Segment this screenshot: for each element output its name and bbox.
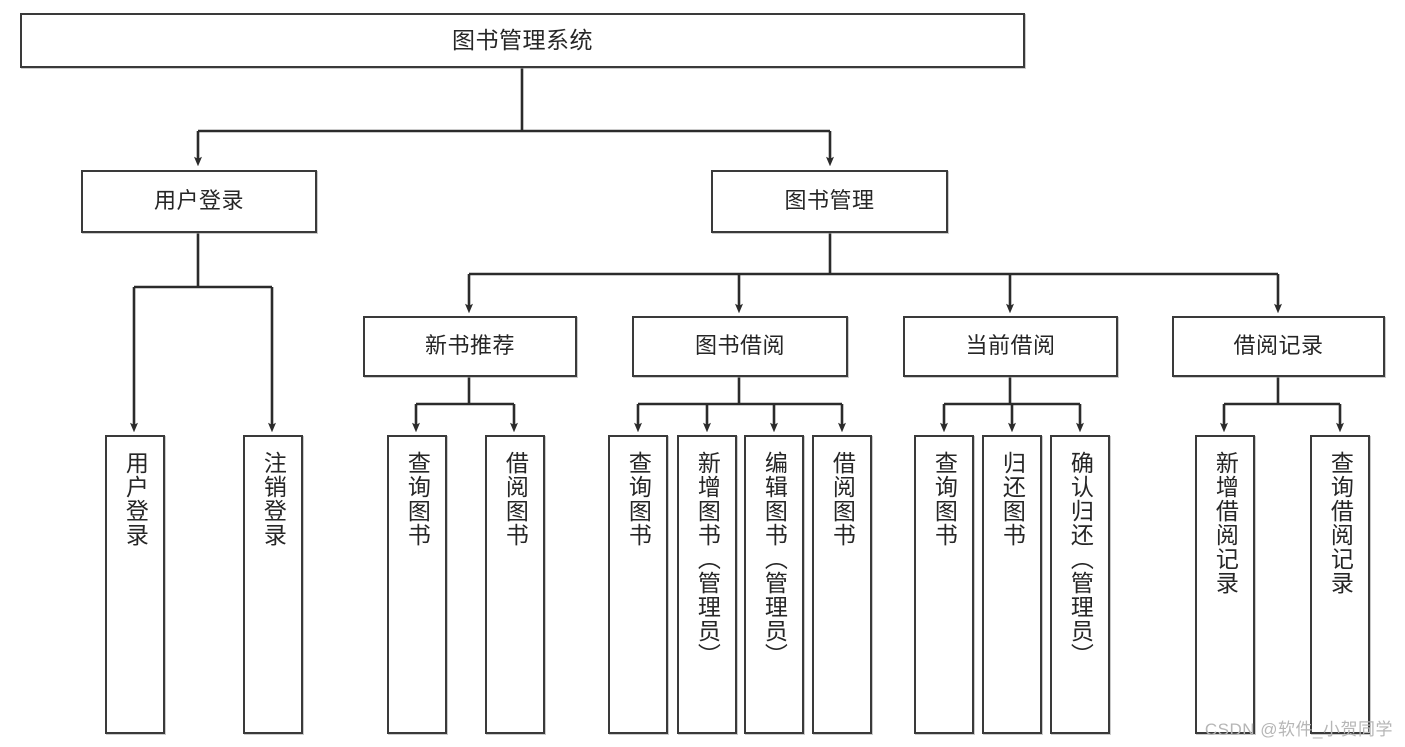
node-label: 新书推荐 xyxy=(424,333,515,359)
node-label: 新增图书（管理员） xyxy=(694,451,721,667)
leaf-current-borrow-return-books[interactable]: 归还图书 xyxy=(982,435,1042,734)
leaf-book-borrow-query-books[interactable]: 查询图书 xyxy=(608,435,668,734)
node-new-book-recommendation[interactable]: 新书推荐 xyxy=(363,316,577,377)
node-current-borrowing[interactable]: 当前借阅 xyxy=(903,316,1118,377)
node-label: 借阅图书 xyxy=(829,451,856,547)
watermark: CSDN @软件_小贺同学 xyxy=(1204,720,1393,739)
node-root-book-management-system[interactable]: 图书管理系统 xyxy=(20,13,1025,68)
leaf-current-borrow-query-books[interactable]: 查询图书 xyxy=(914,435,974,734)
leaf-book-borrow-borrow-books[interactable]: 借阅图书 xyxy=(812,435,872,734)
node-label: 用户登录 xyxy=(122,451,149,547)
node-label: 图书借阅 xyxy=(694,333,785,359)
node-label: 用户登录 xyxy=(153,188,244,214)
node-label: 图书管理 xyxy=(784,188,875,214)
node-label: 查询借阅记录 xyxy=(1327,451,1354,595)
node-label: 借阅记录 xyxy=(1233,333,1324,359)
node-book-management[interactable]: 图书管理 xyxy=(711,170,948,233)
node-user-login[interactable]: 用户登录 xyxy=(81,170,317,233)
leaf-book-borrow-edit-book-admin[interactable]: 编辑图书（管理员） xyxy=(744,435,804,734)
leaf-borrow-record-query-record[interactable]: 查询借阅记录 xyxy=(1310,435,1370,734)
node-label: 借阅图书 xyxy=(502,451,529,547)
node-borrowing-record[interactable]: 借阅记录 xyxy=(1172,316,1385,377)
node-label: 编辑图书（管理员） xyxy=(761,451,788,667)
node-label: 图书管理系统 xyxy=(452,27,593,54)
node-book-borrowing[interactable]: 图书借阅 xyxy=(632,316,848,377)
leaf-current-borrow-confirm-return-admin[interactable]: 确认归还（管理员） xyxy=(1050,435,1110,734)
node-label: 注销登录 xyxy=(260,451,287,547)
leaf-new-book-query-books[interactable]: 查询图书 xyxy=(387,435,447,734)
leaf-user-login-login[interactable]: 用户登录 xyxy=(105,435,165,734)
leaf-new-book-borrow-books[interactable]: 借阅图书 xyxy=(485,435,545,734)
node-label: 查询图书 xyxy=(931,451,958,547)
node-label: 查询图书 xyxy=(404,451,431,547)
leaf-borrow-record-add-record[interactable]: 新增借阅记录 xyxy=(1195,435,1255,734)
leaf-user-login-logout[interactable]: 注销登录 xyxy=(243,435,303,734)
leaf-book-borrow-add-book-admin[interactable]: 新增图书（管理员） xyxy=(677,435,737,734)
node-label: 查询图书 xyxy=(625,451,652,547)
node-label: 当前借阅 xyxy=(965,333,1056,359)
node-label: 归还图书 xyxy=(999,451,1026,547)
node-label: 确认归还（管理员） xyxy=(1067,451,1094,667)
node-label: 新增借阅记录 xyxy=(1212,451,1239,595)
